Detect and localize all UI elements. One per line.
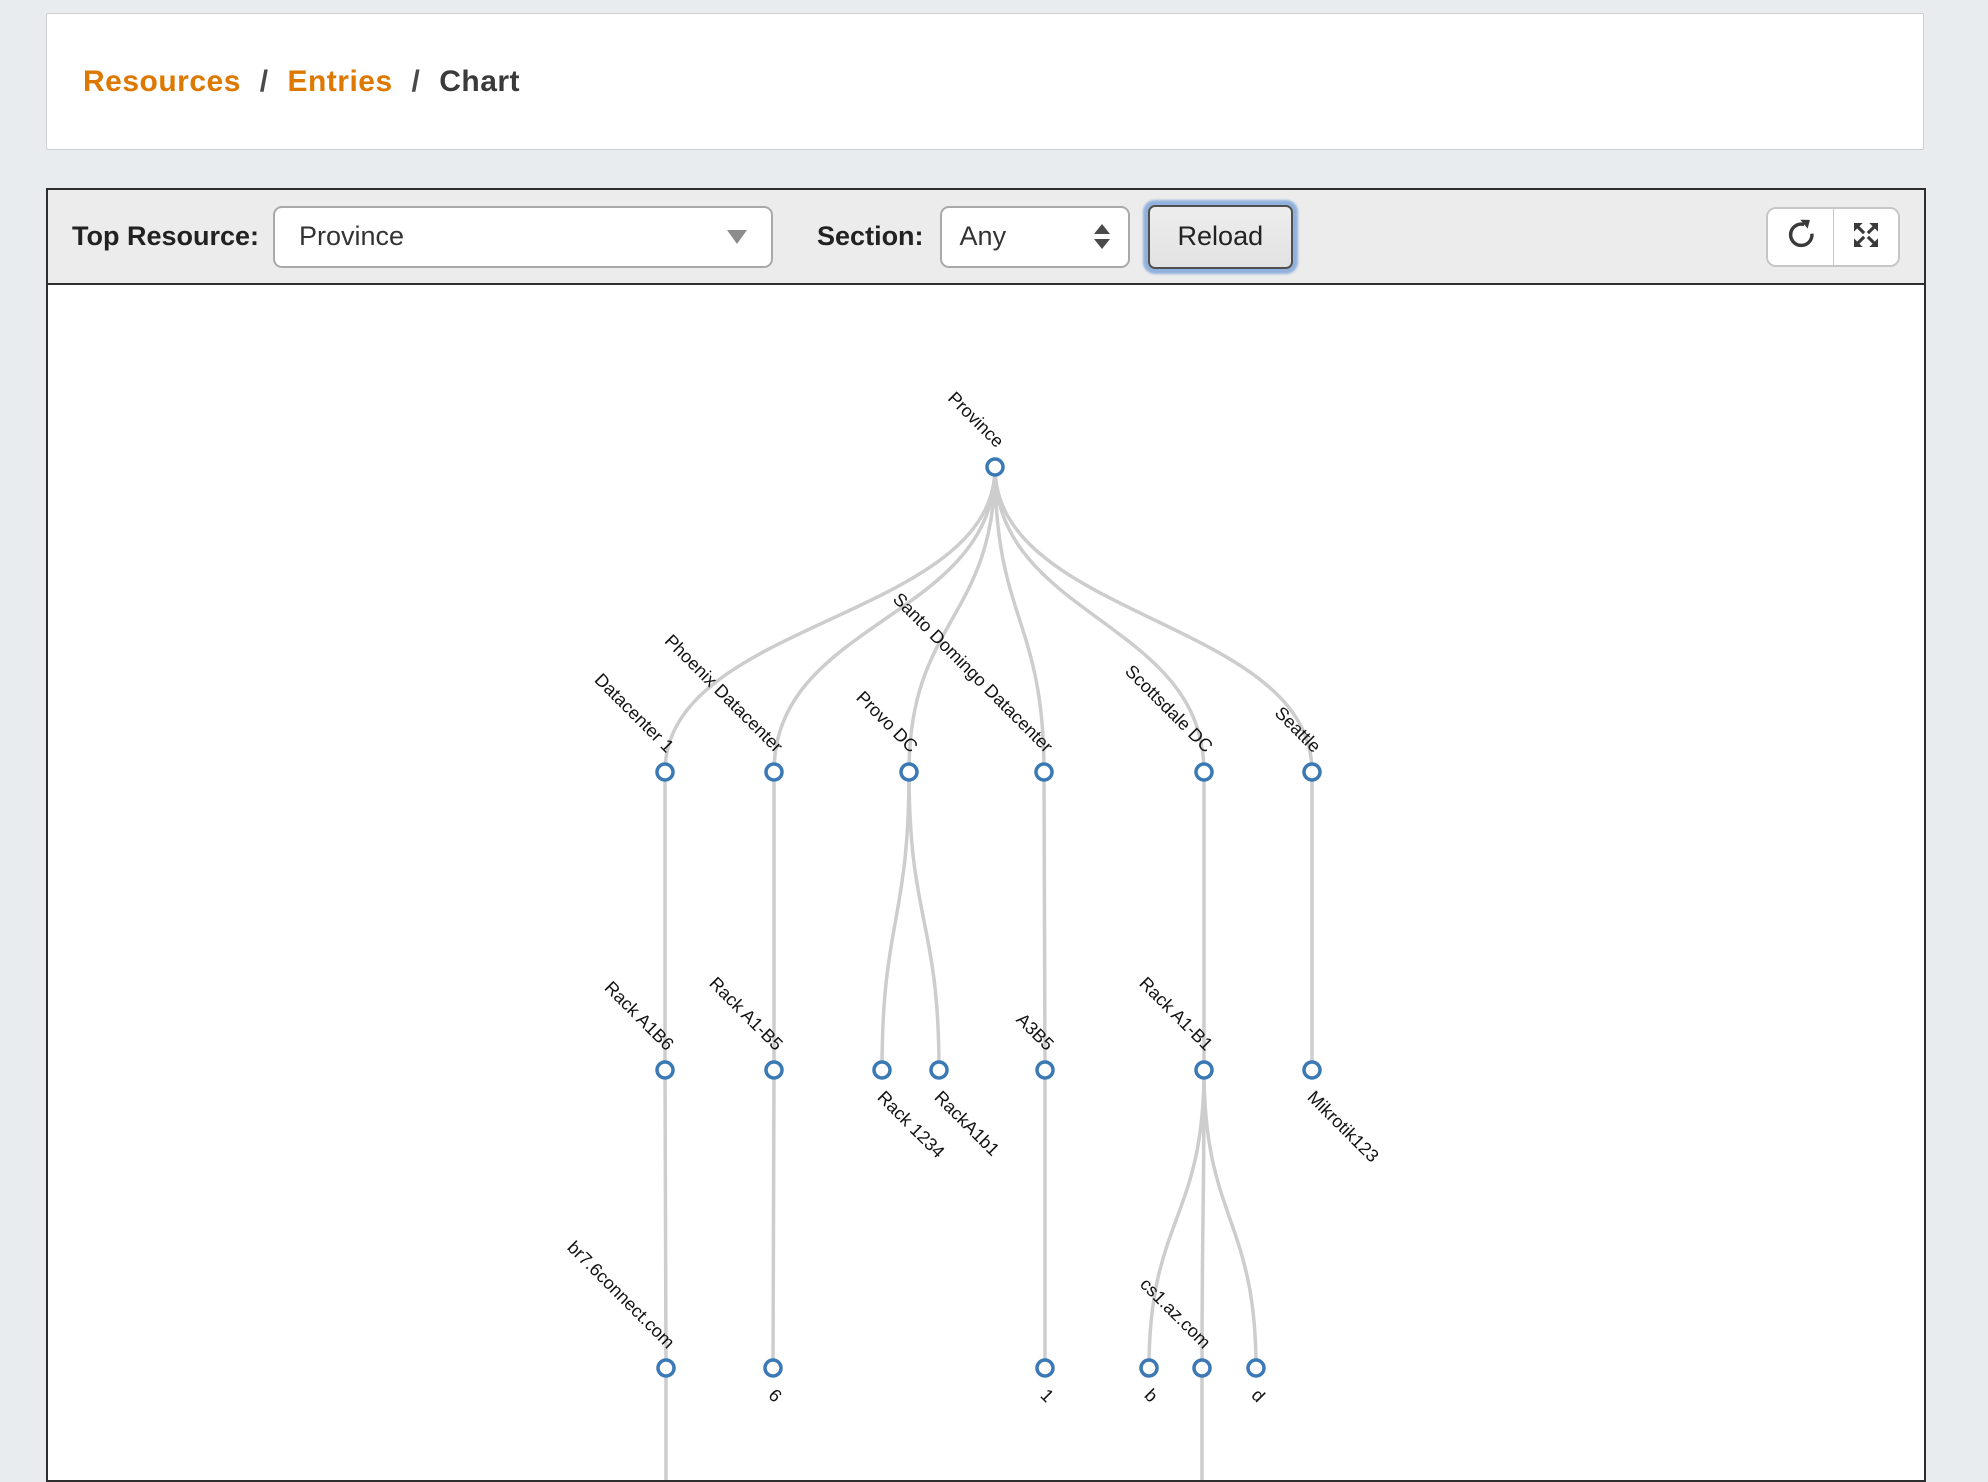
tree-node-label: A3B5: [1012, 1009, 1057, 1054]
breadcrumb-trail: Resources / Entries / Chart: [83, 65, 520, 99]
tree-node-rackA1B6[interactable]: [655, 1060, 675, 1080]
chart-action-button-group: [1766, 206, 1900, 267]
breadcrumb-resources-link[interactable]: Resources: [83, 64, 241, 98]
tree-link: [993, 466, 1206, 773]
expand-fullscreen-button[interactable]: [1833, 208, 1898, 265]
chevron-down-icon: [727, 229, 748, 244]
select-stepper-icon: [1093, 224, 1110, 249]
refresh-icon: [1785, 219, 1817, 254]
tree-link: [663, 466, 997, 773]
tree-node-a3b5[interactable]: [1035, 1060, 1055, 1080]
breadcrumb-current-page: Chart: [439, 64, 521, 98]
tree-node-phoenix[interactable]: [764, 762, 784, 782]
top-resource-selected-value: Province: [299, 221, 405, 251]
tree-node-label: 1: [1037, 1385, 1058, 1406]
tree-node-rackA1b1[interactable]: [929, 1060, 949, 1080]
tree-link: [880, 771, 911, 1071]
tree-link: [1202, 1069, 1258, 1369]
tree-link: [993, 466, 1314, 773]
refresh-chart-button[interactable]: [1768, 208, 1833, 265]
tree-link: [1200, 1069, 1206, 1369]
tree-node-br7[interactable]: [656, 1358, 676, 1378]
tree-link: [907, 466, 997, 773]
section-selected-value: Any: [959, 221, 1007, 251]
breadcrumb-separator: /: [259, 64, 269, 98]
expand-fullscreen-icon: [1850, 219, 1882, 254]
tree-node-rackA1B5[interactable]: [764, 1060, 784, 1080]
chart-toolbar: Top Resource: Province Section: Any Relo…: [48, 190, 1924, 285]
chart-panel: Top Resource: Province Section: Any Relo…: [46, 188, 1926, 1482]
tree-node-label: Seattle: [1271, 703, 1325, 757]
tree-link: [663, 1069, 668, 1369]
tree-link: [1042, 771, 1047, 1071]
tree-node-label: Province: [944, 388, 1008, 452]
reload-button[interactable]: Reload: [1147, 204, 1294, 269]
tree-node-label: br7.6connect.com: [563, 1237, 678, 1352]
breadcrumb-entries-link[interactable]: Entries: [287, 64, 393, 98]
tree-node-fragD[interactable]: [1246, 1358, 1266, 1378]
breadcrumb: Resources / Entries / Chart: [46, 13, 1924, 150]
tree-node-province[interactable]: [985, 457, 1005, 477]
page: { "breadcrumb": { "separator": "/", "ite…: [46, 13, 1926, 1482]
tree-node-seattle[interactable]: [1302, 762, 1322, 782]
tree-node-frag1[interactable]: [1035, 1358, 1055, 1378]
tree-node-rack1234[interactable]: [872, 1060, 892, 1080]
tree-node-mikrotik[interactable]: [1302, 1060, 1322, 1080]
tree-node-label: Santo Domingo Datacenter: [889, 589, 1057, 757]
tree-node-frag6[interactable]: [763, 1358, 783, 1378]
tree-link: [1147, 1069, 1206, 1369]
tree-node-label: b: [1141, 1385, 1162, 1406]
tree-link: [771, 1069, 776, 1369]
section-label: Section:: [817, 221, 924, 251]
top-resource-label: Top Resource:: [72, 221, 260, 251]
tree-node-cs1[interactable]: [1192, 1358, 1212, 1378]
tree-node-rackA1B1[interactable]: [1194, 1060, 1214, 1080]
section-select[interactable]: Any: [939, 205, 1130, 268]
tree-node-label: 6: [765, 1385, 786, 1406]
tree-node-provo[interactable]: [899, 762, 919, 782]
breadcrumb-separator: /: [411, 64, 421, 98]
tree-node-dc1[interactable]: [655, 762, 675, 782]
tree-link: [907, 771, 941, 1071]
tree-node-label: Mikrotik123: [1304, 1087, 1383, 1166]
tree-link: [993, 466, 1046, 773]
tree-node-santo[interactable]: [1034, 762, 1054, 782]
tree-node-scottsdale[interactable]: [1194, 762, 1214, 782]
top-resource-select[interactable]: Province: [273, 205, 774, 268]
tree-node-label: Datacenter 1: [591, 669, 678, 756]
tree-node-label: d: [1248, 1385, 1269, 1406]
tree-link: [772, 466, 997, 773]
tree-node-fragB[interactable]: [1139, 1358, 1159, 1378]
tree-node-label: Scottsdale DC: [1121, 661, 1217, 757]
